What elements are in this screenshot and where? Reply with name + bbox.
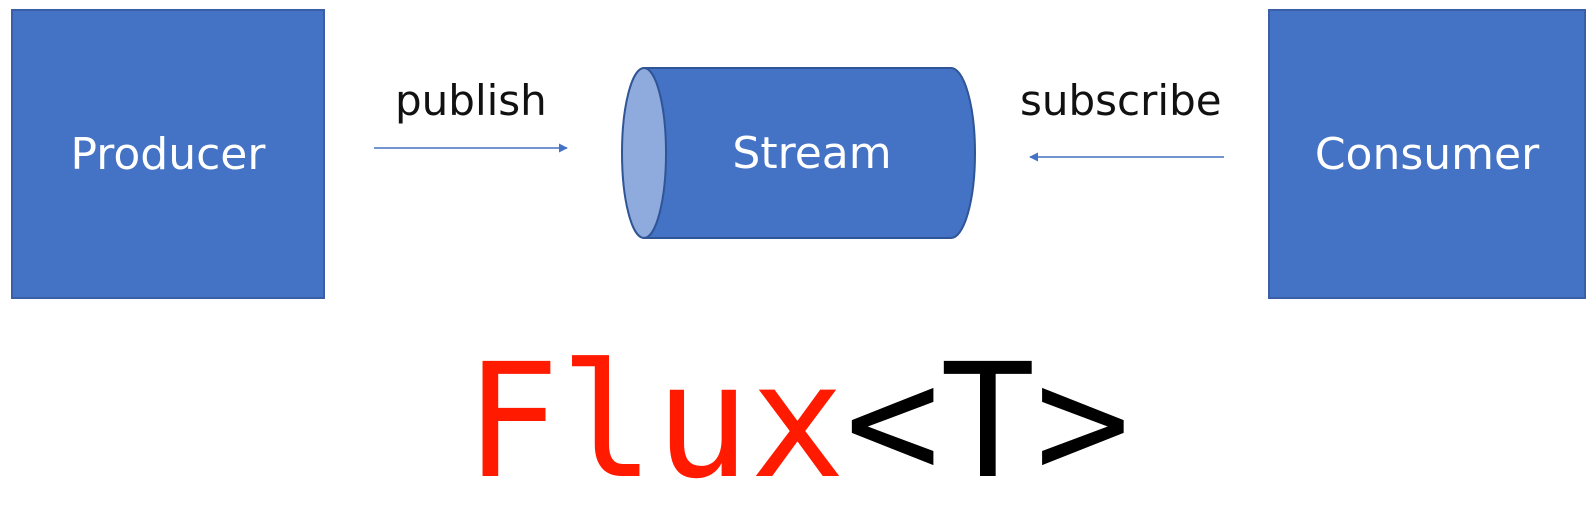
producer-label: Producer (70, 128, 266, 180)
title-flux: Flux (464, 330, 846, 514)
flux-title: Flux<T> (0, 342, 1595, 502)
consumer-box: Consumer (1268, 9, 1586, 299)
stream-cylinder: Stream (621, 67, 976, 239)
stream-body (643, 67, 976, 239)
consumer-label: Consumer (1314, 128, 1540, 180)
stream-label: Stream (732, 128, 891, 179)
subscribe-label: subscribe (1020, 76, 1222, 125)
title-generic-type: <T> (845, 330, 1131, 514)
producer-box: Producer (11, 9, 325, 299)
stream-cap (621, 67, 667, 239)
diagram-canvas: Stream (374, 67, 1224, 239)
publish-label: publish (395, 76, 547, 125)
